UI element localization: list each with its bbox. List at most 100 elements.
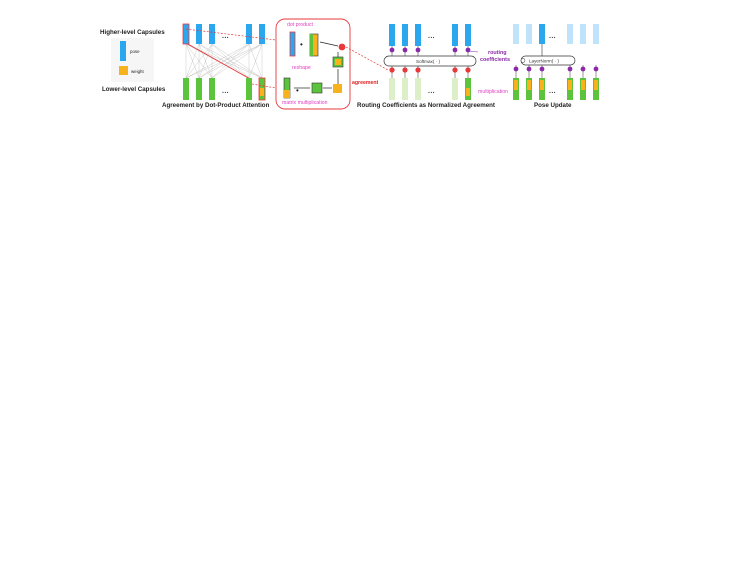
routing-weight-node xyxy=(526,66,532,72)
legend-weight-swatch xyxy=(119,66,128,75)
multiplication-label: multiplication xyxy=(478,89,508,95)
routing-coefficient-node xyxy=(389,47,395,53)
panel1-top-ellipsis: ··· xyxy=(222,35,229,42)
legend-pose-label: pose xyxy=(130,49,140,54)
lower-capsule xyxy=(196,78,202,100)
panel1-lower-capsules xyxy=(183,77,266,101)
panel3-lower-capsules xyxy=(513,78,599,100)
higher-capsule-pose xyxy=(196,24,202,44)
inset-times-operator: • xyxy=(296,86,299,95)
panel-pose-update: LayerNorm( · ) ··· ··· Pose Update xyxy=(513,24,599,109)
routing-weight-node xyxy=(567,66,573,72)
matrix-multiplication-label: matrix multiplication xyxy=(282,100,328,106)
panel2-top-ellipsis: ··· xyxy=(428,35,435,42)
lower-capsule xyxy=(415,78,421,100)
panel2-caption: Routing Coefficients as Normalized Agree… xyxy=(357,102,495,109)
inset-weight-matrix-green xyxy=(310,34,313,56)
lower-capsule-weight xyxy=(568,80,572,90)
higher-level-capsules-label: Higher-level Capsules xyxy=(100,29,165,36)
higher-capsule-pose xyxy=(465,24,471,46)
connection-line xyxy=(185,43,200,79)
panel2-lower-capsules xyxy=(389,78,471,100)
lower-capsule xyxy=(452,78,458,100)
agreement-label: agreement xyxy=(352,80,379,86)
inset-dot-operator: • xyxy=(300,40,303,49)
higher-capsule-pose xyxy=(389,24,395,46)
higher-capsule-pose xyxy=(209,24,215,44)
sum-node xyxy=(520,58,526,63)
dot-product-label: dot product xyxy=(287,22,314,28)
lower-capsule-weight xyxy=(466,88,470,96)
lower-capsule-weight xyxy=(514,80,518,90)
routing-weight-node xyxy=(539,66,545,72)
panel3-top-ellipsis: ··· xyxy=(549,35,556,42)
higher-capsule-pose xyxy=(402,24,408,46)
agreement-node xyxy=(402,67,408,73)
higher-capsule-pose xyxy=(567,24,573,44)
routing-label-line1: routing xyxy=(488,50,507,56)
panel2-nodes xyxy=(389,47,471,78)
inset-dot-product: dot product • reshape • matrix multiplic… xyxy=(185,18,351,110)
lower-capsule-weight xyxy=(540,80,544,90)
lower-capsule xyxy=(389,78,395,100)
lower-capsule xyxy=(183,78,189,100)
panel2-bottom-ellipsis: ··· xyxy=(428,90,435,97)
higher-capsule-pose xyxy=(415,24,421,46)
softmax-label: Softmax( · ) xyxy=(416,59,440,64)
panel3-nodes xyxy=(513,44,599,78)
routing-coefficient-node xyxy=(402,47,408,53)
panel-routing-coefficients: Softmax( · ) ··· ··· routing coefficient… xyxy=(357,24,510,109)
routing-coefficient-node xyxy=(452,47,458,53)
higher-capsule-pose xyxy=(593,24,599,44)
agreement-pointer xyxy=(345,46,389,71)
higher-capsule-pose xyxy=(580,24,586,44)
higher-capsule-pose xyxy=(246,24,252,44)
panel1-connection-lines xyxy=(185,42,263,81)
lower-capsule-weight xyxy=(527,80,531,90)
lower-capsule-weight xyxy=(260,88,264,96)
inset-weight-box xyxy=(333,84,342,93)
higher-capsule-pose xyxy=(526,24,532,44)
legend-pose-swatch xyxy=(120,41,126,61)
agreement-node xyxy=(452,67,458,73)
higher-capsule-pose xyxy=(259,24,265,44)
inset-pointer-bottom xyxy=(251,83,277,89)
inset-pose-vector xyxy=(289,31,296,57)
higher-capsule-pose xyxy=(452,24,458,46)
lower-capsule-weight xyxy=(581,80,585,90)
connection-line xyxy=(211,43,263,79)
routing-weight-node xyxy=(593,66,599,72)
reshape-label: reshape xyxy=(292,65,311,71)
lower-level-capsules-label: Lower-level Capsules xyxy=(102,86,166,93)
panel3-bottom-ellipsis: ··· xyxy=(549,90,556,97)
legend: Higher-level Capsules pose weight Lower-… xyxy=(100,29,166,93)
panel1-caption: Agreement by Dot-Product Attention xyxy=(162,102,270,109)
agreement-node xyxy=(415,67,421,73)
routing-coefficient-node xyxy=(415,47,421,53)
panel-agreement: ··· ··· Agreement by Dot-Product Attenti… xyxy=(162,23,270,109)
highlight-connection-line xyxy=(185,42,253,81)
inset-product-box xyxy=(311,82,323,94)
inset-arrow-1 xyxy=(319,41,339,47)
layernorm-label: LayerNorm( · ) xyxy=(529,59,559,64)
routing-label-line2: coefficients xyxy=(480,57,510,63)
routing-pointer xyxy=(467,50,479,53)
routing-weight-node xyxy=(513,66,519,72)
routing-weight-node xyxy=(580,66,586,72)
inset-pointer-top xyxy=(185,28,277,41)
higher-capsule-pose xyxy=(539,24,545,44)
lower-capsule xyxy=(402,78,408,100)
panel3-caption: Pose Update xyxy=(534,102,572,109)
connection-line xyxy=(198,43,263,79)
legend-box xyxy=(111,38,154,82)
agreement-node xyxy=(389,67,395,73)
legend-weight-label: weight xyxy=(131,69,144,74)
panel3-higher-capsules xyxy=(513,24,599,44)
agreement-node xyxy=(465,67,471,73)
higher-capsule-pose xyxy=(513,24,519,44)
softmax-box xyxy=(383,55,477,67)
connection-line xyxy=(198,43,213,79)
lower-capsule xyxy=(209,78,215,100)
